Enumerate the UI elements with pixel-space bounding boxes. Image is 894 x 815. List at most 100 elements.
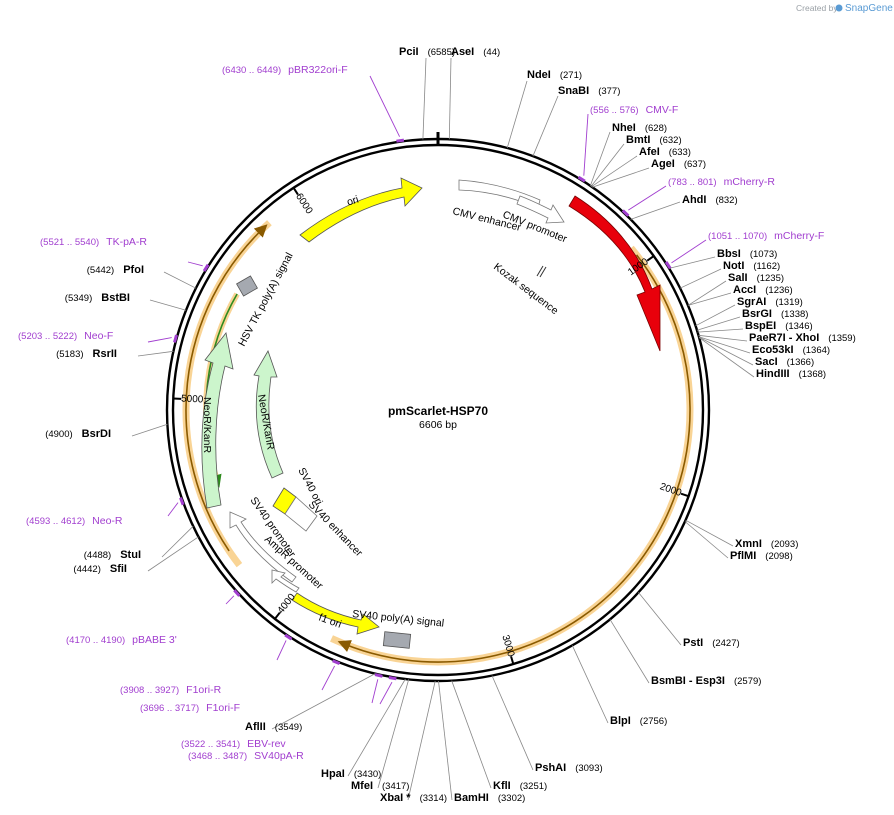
enzyme-name: NotI (723, 260, 744, 272)
enzyme-label: SalI(1235) (728, 272, 784, 284)
enzyme-label: (5349)BstBI (65, 292, 130, 304)
enzyme-position: (4488) (84, 550, 111, 561)
enzyme-name: BsrGI (742, 308, 772, 320)
primer-mark (284, 633, 293, 641)
enzyme-leader (407, 680, 436, 801)
enzyme-leader (590, 143, 625, 187)
enzyme-leader (698, 337, 755, 378)
enzyme-name: SgrAI (737, 296, 766, 308)
enzyme-label: (4900)BsrDI (45, 428, 111, 440)
plasmid-length: 6606 bp (419, 419, 457, 431)
enzyme-label: HindIII (1368) (756, 368, 826, 380)
enzyme-leader (609, 619, 650, 684)
enzyme-label: MfeI (3417) (351, 780, 409, 792)
primer-label: (5203 .. 5222)Neo-F (18, 330, 113, 342)
enzyme-position: (2098) (765, 551, 792, 562)
primer-leader (583, 113, 589, 176)
primer-mark (202, 263, 210, 272)
enzyme-position: (628) (645, 123, 667, 134)
enzyme-leader (638, 592, 682, 646)
enzyme-label: Eco53kI(1364) (752, 344, 830, 356)
enzyme-leader (131, 423, 168, 437)
enzyme-leader (422, 57, 427, 140)
enzyme-name: AgeI (651, 158, 675, 170)
enzyme-name: PaeR7I - XhoI (749, 332, 819, 344)
enzyme-name: HindIII (756, 368, 790, 380)
enzyme-name: BmtI (626, 134, 650, 146)
primer-label: (3696 .. 3717)F1ori-F (140, 702, 240, 714)
primer-name: CMV-F (646, 104, 679, 116)
primer-mark (173, 334, 178, 343)
enzyme-label: BspEI(1346) (745, 320, 813, 332)
primer-range: (3908 .. 3927) (120, 685, 179, 696)
enzyme-name: KflI (493, 780, 511, 792)
created-by-text: Created by (796, 3, 838, 13)
primer-labels: (6430 .. 6449)pBR322ori-F(556 .. 576)CMV… (18, 64, 824, 762)
enzyme-name: StuI (120, 549, 141, 561)
enzyme-name: Eco53kI (752, 344, 794, 356)
enzyme-label: (5442)PfoI (87, 264, 144, 276)
enzyme-name: XbaI * (380, 792, 411, 804)
enzyme-label: AfeI(633) (639, 146, 691, 158)
enzyme-label: (5183)RsrII (56, 348, 117, 360)
primer-range: (783 .. 801) (668, 177, 717, 188)
enzyme-position: (1073) (750, 249, 777, 260)
enzyme-leader (161, 525, 194, 558)
enzyme-name: PstI (683, 637, 703, 649)
primer-range: (4593 .. 4612) (26, 516, 85, 527)
primer-name: F1ori-F (206, 702, 240, 714)
enzyme-leader (592, 167, 650, 188)
enzyme-name: AfeI (639, 146, 660, 158)
enzyme-name: HpaI (321, 768, 345, 780)
f1-ori-feature (291, 592, 380, 635)
enzyme-name: BspEI (745, 320, 776, 332)
primer-range: (3468 .. 3487) (188, 751, 247, 762)
enzyme-position: (3302) (498, 793, 525, 804)
enzyme-position: (1366) (787, 357, 814, 368)
enzyme-position: (1236) (765, 285, 792, 296)
kozak-mark-1 (536, 265, 544, 277)
enzyme-position: (3417) (382, 781, 409, 792)
enzyme-label: BamHI(3302) (454, 792, 525, 804)
enzyme-name: BstBI (101, 292, 130, 304)
plasmid-name: pmScarlet-HSP70 (388, 404, 488, 418)
primer-leader (225, 595, 235, 605)
kozak-label: Kozak sequence (491, 261, 560, 317)
enzyme-leader (137, 350, 174, 357)
primer-name: EBV-rev (247, 738, 286, 750)
enzyme-name: PshAI (535, 762, 566, 774)
primer-name: mCherry-F (774, 230, 824, 242)
primer-name: mCherry-R (724, 176, 776, 188)
enzyme-label: BmtI(632) (626, 134, 682, 146)
enzyme-name: MfeI (351, 780, 373, 792)
orf-neo-outer-line (185, 224, 268, 552)
enzyme-name: BsmBI - Esp3I (651, 675, 725, 687)
enzyme-name: SfiI (110, 563, 127, 575)
primer-mark (179, 497, 185, 506)
primer-leader (147, 337, 172, 343)
kozak-mark-2 (539, 266, 547, 278)
scale-tick-6000 (292, 187, 299, 196)
primer-range: (6430 .. 6449) (222, 65, 281, 76)
enzyme-name: RsrII (93, 348, 117, 360)
enzyme-label: XmnI(2093) (735, 538, 798, 550)
enzyme-leader (377, 679, 410, 789)
leader-lines (131, 57, 755, 801)
enzyme-leader (687, 292, 732, 306)
snapgene-brand: SnapGene (845, 3, 893, 14)
primer-leader (167, 502, 179, 517)
primer-range: (556 .. 576) (590, 105, 639, 116)
enzyme-leader (506, 80, 528, 149)
enzyme-position: (1368) (799, 369, 826, 380)
enzyme-leader (591, 155, 638, 188)
enzyme-position: (5442) (87, 265, 114, 276)
enzyme-label: PflMI(2098) (730, 550, 793, 562)
primer-label: (783 .. 801) mCherry-R (668, 176, 775, 188)
primer-leader (321, 665, 335, 691)
enzyme-position: (832) (715, 195, 737, 206)
enzyme-leader (451, 680, 492, 789)
enzyme-position: (3093) (575, 763, 602, 774)
enzyme-name: BbsI (717, 248, 741, 260)
enzyme-leader (697, 328, 744, 333)
